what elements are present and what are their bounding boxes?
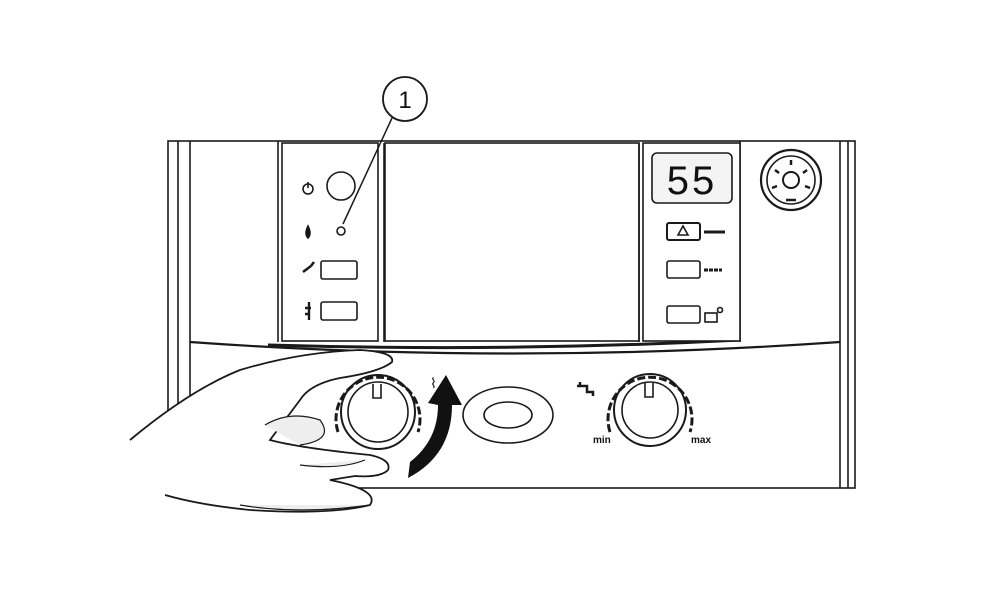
temperature-display — [651, 152, 733, 204]
display-value: 55 — [667, 159, 718, 203]
left-control-pocket — [281, 142, 385, 342]
warning-triangle-icon — [676, 224, 690, 236]
callout-label: 1 — [398, 87, 411, 114]
tap-icon — [577, 382, 595, 396]
hot-water-temperature-knob[interactable] — [606, 373, 694, 447]
service-button[interactable] — [320, 260, 358, 280]
power-button[interactable] — [326, 171, 356, 201]
status-indicator-oval — [462, 386, 554, 444]
flame-icon — [305, 224, 311, 240]
center-recess — [384, 142, 640, 342]
callout-marker — [342, 76, 428, 225]
heating-temperature-knob[interactable] — [334, 374, 422, 450]
status-led — [336, 226, 346, 236]
max-label: max — [691, 435, 711, 446]
reset-button[interactable] — [666, 222, 701, 241]
min-label: min — [593, 435, 611, 446]
hand-illustration — [129, 349, 394, 513]
chimney-sweep-icon — [305, 302, 311, 320]
wrench-icon — [302, 261, 315, 273]
tank-icon — [704, 306, 724, 323]
snowflake-mark: ⌇ — [430, 375, 437, 391]
chimney-sweep-button[interactable] — [320, 301, 358, 321]
power-icon — [302, 182, 314, 195]
hand-finger-shading — [239, 415, 371, 511]
rotation-arrow-icon — [408, 375, 462, 478]
hot-water-button[interactable] — [666, 305, 701, 324]
pressure-gauge — [759, 148, 823, 212]
info-button[interactable] — [666, 260, 701, 279]
